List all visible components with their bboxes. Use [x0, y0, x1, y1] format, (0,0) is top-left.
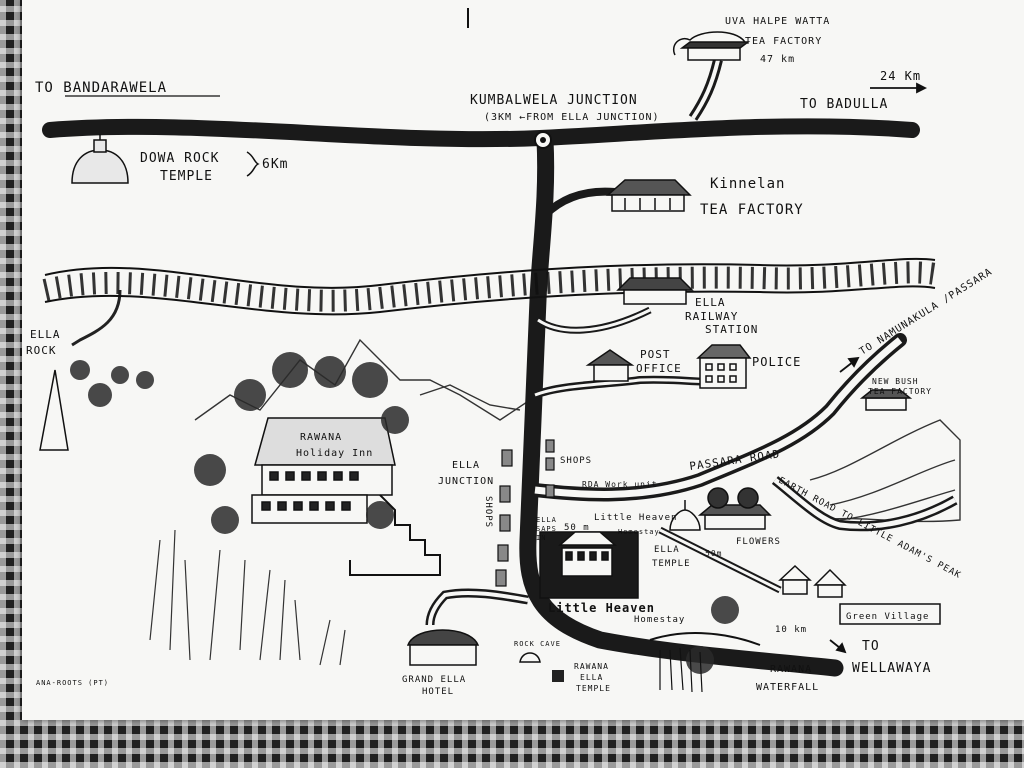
- label-dowa-rock-dist: 6Km: [262, 157, 288, 172]
- label-rawana-holiday-1: RAWANA: [300, 432, 342, 443]
- ella-temple-icon: [669, 500, 701, 531]
- shops-blocks: [495, 439, 555, 587]
- railway-line: [42, 257, 937, 316]
- ella-station-icon: [616, 277, 694, 305]
- label-badulla-dist: 24 Km: [880, 69, 921, 83]
- label-ella-station-2: RAILWAY: [685, 310, 738, 323]
- label-uva-halpe-1: UVA HALPE WATTA: [725, 16, 830, 27]
- label-dowa-rock-2: TEMPLE: [160, 169, 213, 184]
- label-ella-junction-1: ELLA: [452, 460, 480, 471]
- road-bandarawela-badulla: [42, 118, 920, 148]
- label-little-heaven-top-1: Little Heaven: [594, 513, 677, 523]
- label-ella-saps-1: ELLA: [536, 516, 557, 524]
- label-rawana-ella-3: TEMPLE: [576, 684, 611, 693]
- police-icon: [696, 344, 752, 389]
- label-dist-10km: 10 km: [775, 625, 807, 635]
- rawana-waterfall-icon: [649, 632, 761, 693]
- uva-halpe-factory-icon: [673, 31, 751, 61]
- road-kinnelan: [542, 187, 616, 218]
- label-to-wellawaya-1: TO: [862, 639, 880, 654]
- post-office-icon: [585, 349, 635, 382]
- label-shops-vertical: SHOPS: [483, 496, 493, 528]
- green-village-icon: [778, 564, 847, 598]
- label-little-heaven-main: Little Heaven: [548, 601, 655, 615]
- label-new-bush-2: TEA FACTORY: [868, 387, 932, 396]
- label-shops-top: SHOPS: [560, 456, 592, 466]
- label-ella-temple-2: TEMPLE: [652, 559, 691, 569]
- ella-rock-icon: [39, 369, 69, 451]
- label-grand-ella-2: HOTEL: [422, 687, 454, 697]
- label-kinnelan-1: Kinnelan: [710, 176, 785, 192]
- label-ella-temple-1: ELLA: [654, 545, 680, 555]
- label-grand-ella-1: GRAND ELLA: [402, 675, 466, 685]
- label-kumbalwela-junction: KUMBALWELA JUNCTION: [470, 93, 638, 108]
- label-rawana-ella-2: ELLA: [580, 673, 603, 682]
- label-rda: RDA Work unit: [582, 480, 658, 489]
- label-ella-saps-3: IN: [536, 534, 546, 542]
- label-green-village: Green Village: [846, 612, 929, 622]
- label-earth-road: EARTH ROAD TO LITTLE ADAM'S PEAK: [777, 476, 963, 581]
- trail-ella-rock: [71, 289, 122, 347]
- new-bush-factory-icon: [859, 389, 913, 411]
- label-kinnelan-2: TEA FACTORY: [700, 202, 804, 218]
- flowers-building-icon: [697, 487, 772, 530]
- label-police: POLICE: [752, 355, 801, 369]
- label-flowers: FLOWERS: [736, 537, 781, 547]
- label-homestay: Homestay: [634, 615, 685, 625]
- label-to-wellawaya-2: WELLAWAYA: [852, 661, 931, 676]
- dowa-bracket: [246, 151, 260, 177]
- label-to-bandarawela: TO BANDARAWELA: [35, 80, 167, 96]
- green-village-box: [839, 603, 941, 625]
- label-dowa-rock-1: DOWA ROCK: [140, 151, 219, 166]
- label-rawana-holiday-2: Holiday Inn: [296, 448, 373, 459]
- stairs: [349, 494, 441, 576]
- label-rawana-falls-2: WATERFALL: [756, 682, 819, 693]
- label-post-office-2: OFFICE: [636, 362, 682, 375]
- label-post-office-1: POST: [640, 348, 671, 361]
- label-artist: ANA-ROOTS (PT): [36, 679, 109, 687]
- label-dist-50m-2: 50m: [705, 549, 722, 558]
- rock-cave-icon: [519, 652, 541, 663]
- grass: [149, 529, 346, 666]
- label-little-heaven-top-2: Homestay: [618, 528, 660, 536]
- label-ella-rock-1: ELLA: [30, 328, 61, 341]
- label-ella-station-3: STATION: [705, 323, 758, 336]
- label-rawana-ella-1: RAWANA: [574, 662, 609, 671]
- label-ella-junction-2: JUNCTION: [438, 476, 494, 487]
- label-ella-saps-2: SAPS: [536, 525, 557, 533]
- label-uva-halpe-2: TEA FACTORY: [745, 36, 822, 47]
- label-ella-station-1: ELLA: [695, 296, 726, 309]
- dowa-rock-temple-icon: [71, 134, 129, 184]
- kinnelan-factory-icon: [606, 179, 692, 212]
- label-new-bush-1: NEW BUSH: [872, 377, 919, 386]
- little-heaven-homestay-icon: [539, 531, 639, 599]
- label-dist-50m: 50 m: [564, 523, 590, 533]
- label-rawana-falls-1: RAWANA: [770, 664, 812, 675]
- label-to-badulla: TO BADULLA: [800, 97, 888, 112]
- label-kumbalwela-distance: (3KM ←FROM ELLA JUNCTION): [484, 112, 660, 123]
- direction-arrows: [829, 82, 928, 654]
- grand-ella-hotel-icon: [406, 629, 480, 666]
- label-uva-halpe-dist: 47 km: [760, 54, 795, 65]
- label-to-namunakula: TO NAMUNAKULA /PASSARA: [858, 266, 995, 357]
- label-ella-rock-2: ROCK: [26, 344, 57, 357]
- rawana-temple-icon: [552, 670, 564, 682]
- label-rock-cave: ROCK CAVE: [514, 640, 561, 648]
